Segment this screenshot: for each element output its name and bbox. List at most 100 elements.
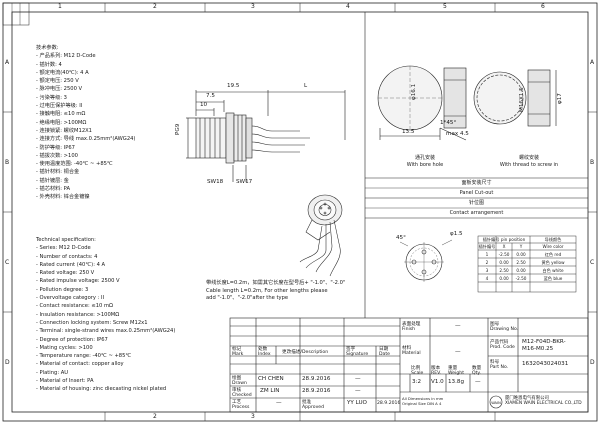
frame-row-c-right: C [590, 259, 595, 266]
desc-en: Description [301, 350, 329, 355]
spec-cn-line: - 产品系列: M12 D-Code [36, 53, 96, 60]
spec-en-line: - Overvoltage category : II [36, 295, 105, 302]
spec-en-line: - Material of housing: zinc diecasting n… [36, 386, 167, 393]
spec-cn-line: - 脉冲电压: 2500 V [36, 86, 83, 93]
caption-bore-cn: 通孔安装 [414, 155, 435, 161]
spec-cn-line: - 插针数: 4 [36, 61, 62, 68]
cable-note: 带线长度L=0.2m，如需其它长度在型号后+ "-1.0"、"-2.0" Cab… [206, 280, 345, 303]
spec-en-line: - Temperature range: -40℃ ~ +85℃ [36, 353, 132, 360]
pin-row-4-pin: 4 [485, 276, 489, 281]
pin-row-4-x: 0.00 [499, 276, 509, 281]
pin-row-2-y: 2.50 [516, 260, 526, 265]
spec-en-title: Technical specification: [36, 237, 96, 243]
checked-sign-dash: — [355, 388, 361, 394]
pin-table-header: 插针编号 pin position [478, 237, 530, 243]
checked-date: 28.9.2016 [302, 388, 331, 394]
cable-note-cn: 带线长度L=0.2m，如需其它长度在型号后+ "-1.0"、"-2.0" [206, 280, 346, 286]
frame-col-5: 5 [443, 3, 447, 10]
dim-d17: φ17 [557, 93, 563, 104]
spec-cn-line: - 插芯材料: PA [36, 186, 71, 193]
process-cn: 工艺 [232, 400, 242, 405]
material-label-cn: 材料 [402, 346, 412, 351]
spec-en-line: - Degree of protection: IP67 [36, 336, 108, 343]
approved-en: Approved [302, 405, 325, 411]
frame-col-6: 6 [541, 3, 545, 10]
approved-name: YY LUO [347, 400, 367, 406]
pin-row-2-x: 0.00 [499, 260, 509, 265]
pin-row-4-y: -2.50 [515, 276, 527, 281]
company-logo: WAIN [489, 395, 503, 409]
pin-row-3-pin: 3 [485, 268, 489, 273]
spec-en-line: - Pollution degree: 3 [36, 286, 89, 293]
pin-row-3-color-en: white [552, 268, 564, 273]
spec-cn-line: - 插拔次数: >100 [36, 152, 78, 159]
checked-cn: 审核 [232, 388, 242, 393]
frame-col-3-bottom: 3 [251, 413, 255, 420]
dim-7-5: 7.5 [206, 93, 215, 99]
weight-value: 13.8g [448, 379, 465, 385]
perspective-view [299, 194, 343, 277]
caption-bore-hole: 通孔安装 With bore hole [398, 155, 452, 169]
bore-hole-view [377, 65, 467, 141]
sign-cn: 签字 [346, 347, 356, 352]
qty-label-cn: 数量 [472, 366, 482, 371]
finish-label-cn: 表面处理 [402, 322, 421, 327]
dim-10: 10 [200, 102, 208, 108]
dim-m16: M16X1.5 [519, 87, 525, 112]
spec-cn-line: - 连接方式: 导线 max.0.25mm²(AWG24) [36, 136, 136, 143]
frame-row-d: D [5, 359, 10, 366]
spec-cn-line: - 接触电阻: ≤10 mΩ [36, 111, 86, 118]
part-no-cn: 料号 [490, 360, 500, 365]
spec-cn-line: - 额定电流(40℃): 4 A [36, 69, 89, 76]
rev-label-cn: 版本 [431, 366, 441, 371]
spec-en-block: Technical specification: - Series: M12 D… [36, 236, 175, 394]
spec-cn-line: - 插针材料: 铜合金 [36, 169, 80, 176]
dim-pin-dia: φ1.5 [450, 231, 463, 237]
spec-cn-line: - 过电压保护等级: II [36, 103, 83, 110]
desc-cn: 更改描述 [282, 350, 301, 355]
spec-en-line: - Insulation resistance: >100MΩ [36, 311, 120, 318]
pin-row-4-color-en: blue [553, 276, 563, 281]
dim-angle: 45° [396, 235, 406, 241]
arrangement-title-cn: 针位图 [468, 200, 484, 206]
frame-col-1: 1 [58, 3, 62, 10]
pin-row-1-pin: 1 [485, 252, 489, 257]
approved-cn: 批准 [302, 400, 312, 405]
mark-en: Mark [232, 352, 244, 358]
drawn-name: CH CHEN [258, 376, 284, 382]
frame-col-2: 2 [153, 3, 157, 10]
spec-en-line: - Rated current (40℃): 4 A [36, 261, 106, 268]
spec-en-line: - Mating cycles: >100 [36, 344, 93, 351]
dim-sw18: SW18 [207, 179, 224, 185]
frame-col-3: 3 [251, 3, 255, 10]
pin-header-en: pin position [500, 237, 526, 242]
pin-row-2-pin: 2 [485, 260, 489, 265]
thread-view [473, 69, 557, 127]
dim-pg9: PG9 [175, 123, 181, 135]
caption-thread-cn: 螺纹安装 [518, 155, 539, 161]
pin-subhead: 插针编号 [478, 244, 496, 249]
pin-header-cn: 插针编号 [482, 237, 500, 242]
rev-label-en: REV. [431, 371, 442, 377]
pin-table-grid [477, 235, 577, 293]
drawing-no-cn: 图号 [490, 322, 500, 327]
color-header-en: Wire color [542, 244, 564, 249]
frame-row-d-right: D [590, 359, 595, 366]
checked-name: ZM LIN [260, 388, 280, 394]
pin-row-1-y: 0.00 [516, 252, 526, 257]
prod-code-cn: 产品代码 [490, 340, 509, 345]
spec-en-line: - Plating: AU [36, 369, 69, 376]
pin-row-1-color-cn: 红色 [544, 252, 554, 257]
svg-text:WAIN: WAIN [491, 401, 501, 405]
